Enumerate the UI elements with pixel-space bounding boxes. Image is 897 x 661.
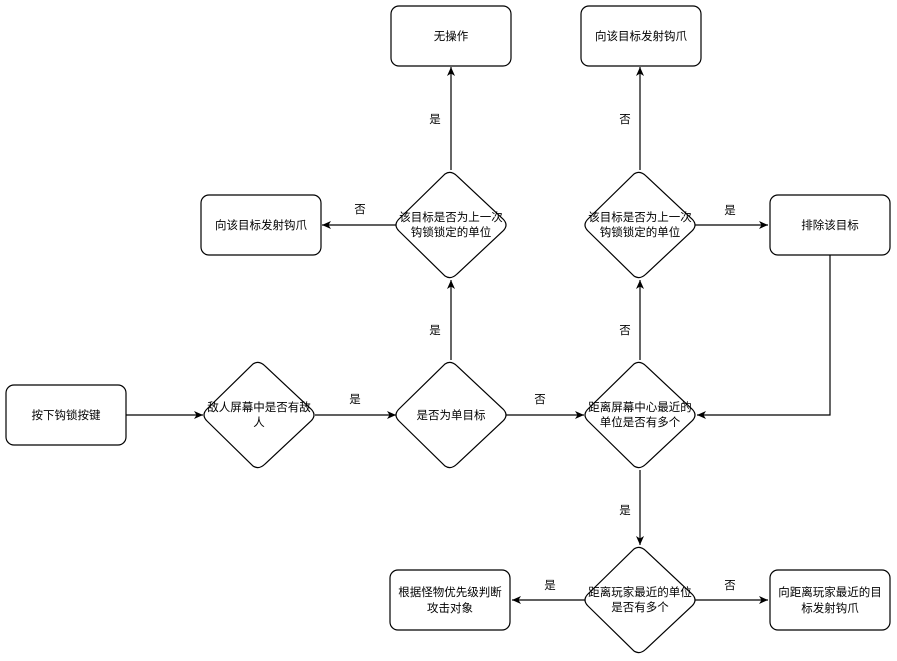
decision-enemy-on-screen-line2: 人	[253, 415, 265, 429]
decision-last-locked-right-line2: 钩锁锁定的单位	[600, 225, 681, 239]
process-nodes: 按下钩锁按键 无操作 向该目标发射钩爪 向该目标发射钩爪 排除该目标 根据怪物优…	[5, 5, 891, 631]
decision-single-target-text: 是否为单目标	[417, 408, 486, 422]
label-single-center-no: 否	[534, 392, 546, 406]
node-press-hook-key: 按下钩锁按键	[5, 384, 127, 446]
decision-last-locked-right: 该目标是否为上一次 钩锁锁定的单位	[584, 171, 696, 279]
node-no-action: 无操作	[390, 5, 512, 67]
decision-enemy-on-screen-line1: 敌人屏幕中是否有敌	[207, 400, 311, 414]
decision-last-locked-left-line2: 钩锁锁定的单位	[411, 225, 492, 239]
node-fire-hook-left: 向该目标发射钩爪	[200, 194, 322, 256]
label-single-left-yes: 是	[429, 323, 441, 337]
label-center-right-no: 否	[619, 323, 631, 337]
decision-single-target: 是否为单目标	[395, 361, 507, 469]
label-enemy-single-yes: 是	[349, 392, 361, 406]
edges	[126, 67, 831, 604]
node-fire-nearest-player-line2: 标发射钩爪	[801, 601, 859, 615]
label-right-fire-no: 否	[619, 112, 631, 126]
node-fire-nearest-player-line1: 向距离玩家最近的目	[778, 585, 882, 599]
decision-nodes: 敌人屏幕中是否有敌 人 是否为单目标 距离屏幕中心最近的 单位是否有多个 该目标…	[203, 171, 696, 654]
node-fire-nearest-player: 向距离玩家最近的目 标发射钩爪	[769, 569, 891, 631]
label-left-fire-no: 否	[354, 202, 366, 216]
decision-multi-nearest-center-line2: 单位是否有多个	[600, 415, 681, 429]
node-fire-hook-top-right-text: 向该目标发射钩爪	[595, 29, 687, 43]
edge-labels: 是 否 是 是 否 否 否 是 是 是 否	[349, 112, 736, 592]
decision-last-locked-right-line1: 该目标是否为上一次	[588, 210, 692, 224]
label-right-exclude-yes: 是	[724, 203, 736, 217]
node-fire-hook-top-right: 向该目标发射钩爪	[580, 5, 702, 67]
decision-multi-nearest-player-line1: 距离玩家最近的单位	[588, 585, 692, 599]
decision-last-locked-left: 该目标是否为上一次 钩锁锁定的单位	[395, 171, 507, 279]
node-exclude-target: 排除该目标	[769, 194, 891, 256]
node-priority-judge-line1: 根据怪物优先级判断	[398, 585, 502, 599]
node-exclude-target-text: 排除该目标	[801, 218, 859, 232]
decision-multi-nearest-center-line1: 距离屏幕中心最近的	[588, 400, 692, 414]
node-priority-judge-line2: 攻击对象	[427, 601, 473, 615]
decision-multi-nearest-player: 距离玩家最近的单位 是否有多个	[584, 546, 696, 654]
label-player-priority-yes: 是	[544, 578, 556, 592]
decision-multi-nearest-center: 距离屏幕中心最近的 单位是否有多个	[584, 361, 696, 469]
label-left-noaction-yes: 是	[429, 112, 441, 126]
decision-multi-nearest-player-line2: 是否有多个	[611, 600, 669, 614]
node-no-action-text: 无操作	[434, 29, 469, 43]
node-press-hook-key-text: 按下钩锁按键	[32, 408, 101, 422]
label-center-player-yes: 是	[619, 503, 631, 517]
label-player-fire-no: 否	[724, 578, 736, 592]
decision-last-locked-left-line1: 该目标是否为上一次	[399, 210, 503, 224]
node-priority-judge: 根据怪物优先级判断 攻击对象	[389, 569, 511, 631]
edge-exclude-to-center	[697, 255, 831, 419]
decision-enemy-on-screen: 敌人屏幕中是否有敌 人	[203, 361, 315, 469]
node-fire-hook-left-text: 向该目标发射钩爪	[215, 218, 307, 232]
